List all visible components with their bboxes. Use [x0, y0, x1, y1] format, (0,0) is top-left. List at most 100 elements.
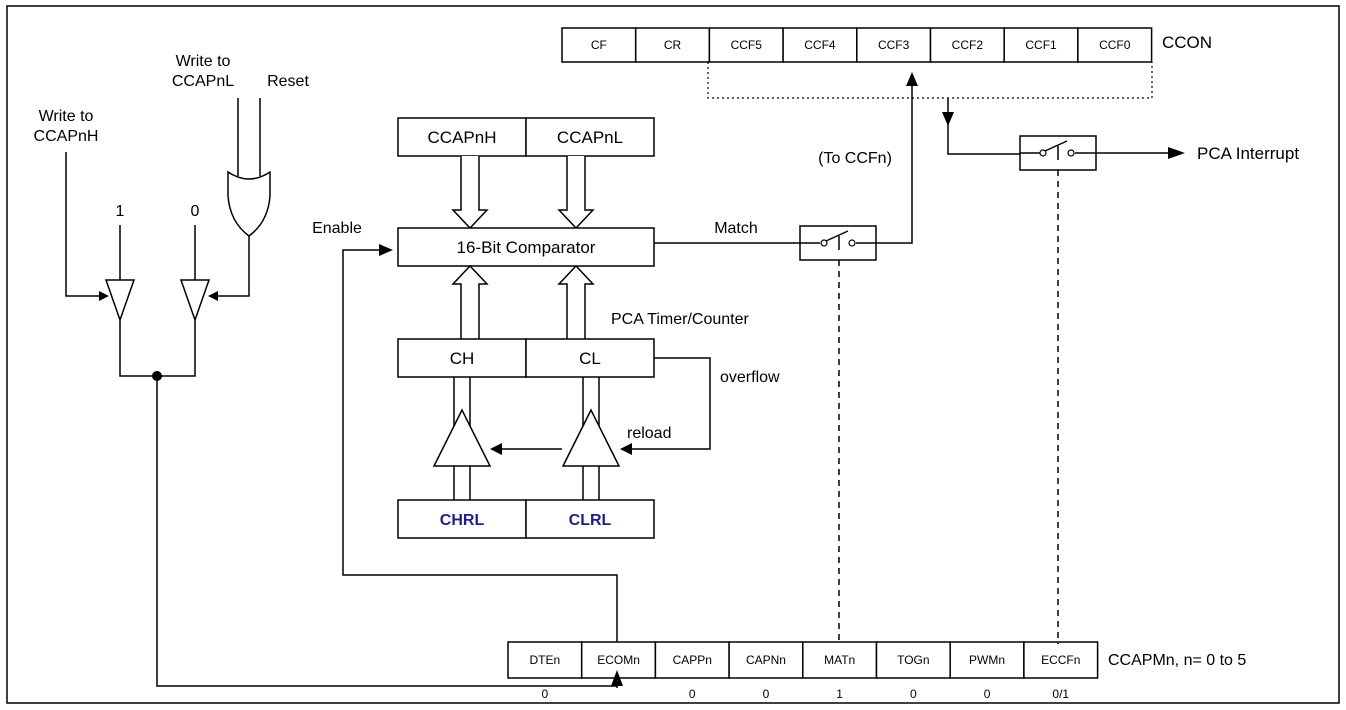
- ccon-bit-label: CCF0: [1099, 38, 1131, 52]
- write-ccapnl-label-1: Write to: [176, 53, 231, 70]
- or-output-wire: [216, 236, 250, 297]
- ccapnl-to-comparator-arrow: [557, 156, 595, 230]
- ccon-bit-label: CCF5: [731, 38, 763, 52]
- ccapm-bit-label: CAPNn: [746, 653, 786, 667]
- diagram-frame: [6, 5, 1340, 704]
- ccapm-bit-cell: [580, 641, 657, 679]
- reload-arrowhead-ch: [490, 443, 502, 455]
- buffer-one: [104, 279, 136, 323]
- cl-to-comparator-arrow: [557, 264, 595, 339]
- ccapm-bit-cell: [875, 641, 951, 679]
- pca-interrupt-label: PCA Interrupt: [1197, 144, 1299, 163]
- interrupt-switch-contact-b: [1067, 149, 1075, 157]
- ch-text: CH: [450, 349, 475, 368]
- or-gate: [227, 170, 271, 237]
- ccapm-bit-label: MATn: [824, 653, 855, 667]
- ccapnh-to-comparator-arrow: [451, 156, 489, 230]
- reset-label: Reset: [267, 73, 309, 90]
- cl-box: [525, 338, 655, 378]
- cl-reload-buffer: [561, 408, 621, 467]
- ccapm-bit-label: CAPPn: [673, 653, 712, 667]
- to-ccfn-label: (To CCFn): [818, 150, 892, 167]
- ccapm-bit-value: 0: [910, 687, 917, 701]
- comparator-text: 16-Bit Comparator: [457, 238, 596, 257]
- overflow-label: overflow: [720, 369, 780, 386]
- ccapm-register: DTEn ECOMn CAPPn CAPNn MATn TOGn PWMn ECCFn: [507, 641, 1099, 679]
- clrl-text: CLRL: [569, 512, 612, 529]
- ccf-bracket: [707, 62, 1153, 99]
- ccapm-bit-cell: [1023, 641, 1099, 679]
- match-switch-blade: [825, 230, 849, 242]
- ccapm-bit-label: ECCFn: [1041, 653, 1080, 667]
- ccapm-bit-cell: [802, 641, 878, 679]
- ccapm-bit-cell: [507, 641, 583, 679]
- input-one-label: 1: [116, 203, 125, 220]
- ccon-bit-cell: [1003, 27, 1079, 63]
- enable-label: Enable: [312, 220, 362, 237]
- ccon-bit-label: CR: [664, 38, 682, 52]
- ccon-bit-cell: [708, 27, 784, 63]
- match-label: Match: [714, 220, 758, 237]
- ccf-to-interrupt-wire: [947, 98, 1020, 155]
- ccapm-bit-label: DTEn: [530, 653, 561, 667]
- chrl-text: CHRL: [440, 512, 485, 529]
- match-switch-contact-b: [848, 239, 856, 247]
- ch-reload-buffer: [432, 408, 492, 467]
- ccapm-bit-label: PWMn: [969, 653, 1005, 667]
- clrl-box: [525, 499, 655, 539]
- ccapm-bit-label: TOGn: [897, 653, 929, 667]
- ecomn-feed-wire: [156, 376, 618, 688]
- ch-to-comparator-arrow: [451, 264, 489, 339]
- ccon-register: CF CR CCF5 CCF4 CCF3 CCF2 CCF1 CCF0: [561, 27, 1153, 63]
- ccapm-bit-value: 0: [689, 687, 696, 701]
- to-ccfn-arrowhead: [906, 72, 918, 86]
- ccapm-bit-value: 1: [836, 687, 843, 701]
- ccon-bit-cell: [634, 27, 711, 63]
- ccapm-bit-value: 0: [542, 687, 549, 701]
- ccapm-bit-value: 0/1: [1052, 687, 1069, 701]
- reload-arrowhead-cl: [620, 443, 632, 455]
- pca-timer-label: PCA Timer/Counter: [611, 311, 750, 328]
- ccon-bit-label: CCF4: [804, 38, 836, 52]
- ccapnl-text: CCAPnL: [557, 128, 623, 147]
- interrupt-arrowhead: [1168, 147, 1185, 159]
- write-ccapnl-label-2: CCAPnL: [172, 73, 234, 90]
- ccon-bit-label: CF: [591, 38, 607, 52]
- ccon-bit-cell: [856, 27, 932, 63]
- write-ccapnh-arrowhead: [99, 291, 109, 301]
- enable-wire: [342, 249, 618, 642]
- ccapm-bit-value: 0: [763, 687, 770, 701]
- chrl-box: [397, 499, 527, 539]
- cl-text: CL: [579, 349, 601, 368]
- ccon-bit-label: CCF3: [878, 38, 910, 52]
- or-output-arrowhead: [208, 291, 218, 301]
- ccapm-bit-value: 0: [984, 687, 991, 701]
- ecomn-arrowhead: [611, 670, 623, 686]
- ccapm-bit-label: ECOMn: [597, 653, 640, 667]
- ccon-bit-cell: [561, 27, 637, 63]
- ccon-label: CCON: [1162, 33, 1212, 52]
- input-zero-label: 0: [191, 203, 200, 220]
- ccapm-bit-cell: [728, 641, 804, 679]
- write-ccapnh-wire: [65, 152, 101, 297]
- ccapnh-box: [397, 117, 527, 157]
- match-switch-contact-a: [820, 239, 828, 247]
- ccon-bit-cell: [1077, 27, 1153, 63]
- buffer-zero: [179, 279, 211, 323]
- write-ccapnh-label-2: CCAPnH: [34, 128, 99, 145]
- interrupt-switch-blade: [1044, 140, 1068, 152]
- ccon-bit-label: CCF1: [1025, 38, 1057, 52]
- ccon-bit-cell: [929, 27, 1005, 63]
- to-ccfn-wire: [876, 84, 913, 244]
- buffer-merge-wire: [119, 320, 196, 377]
- reload-label: reload: [627, 425, 671, 442]
- ccon-bit-label: CCF2: [952, 38, 984, 52]
- ccapnh-text: CCAPnH: [428, 128, 497, 147]
- write-ccapnh-label-1: Write to: [39, 108, 94, 125]
- overflow-reload-wire: [630, 357, 711, 450]
- ccapm-label: CCAPMn, n= 0 to 5: [1108, 652, 1246, 669]
- ccf-down-arrowhead: [942, 112, 954, 126]
- comparator-box: [397, 227, 655, 267]
